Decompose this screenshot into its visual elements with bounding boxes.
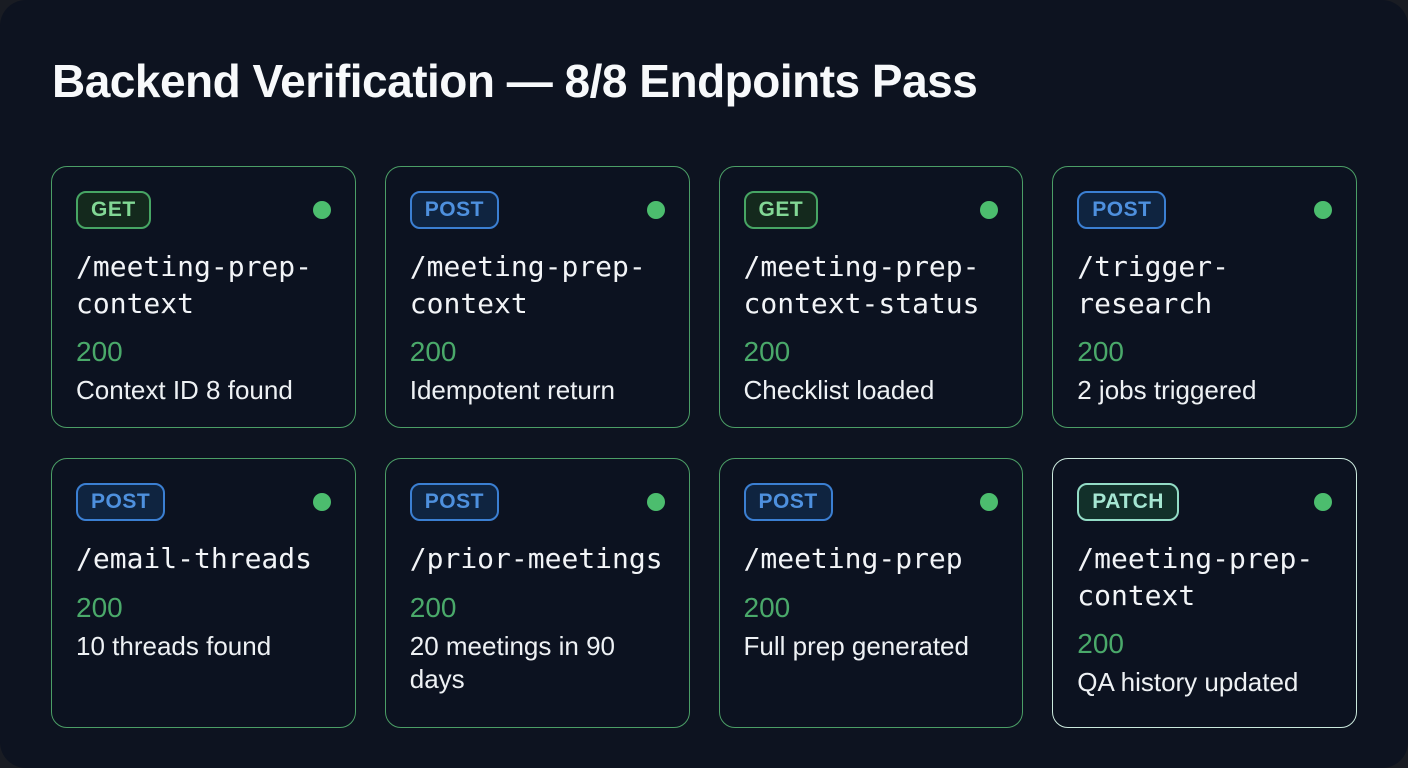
http-method-badge: POST bbox=[409, 483, 499, 522]
card-header: POST bbox=[743, 483, 999, 522]
status-code: 200 bbox=[409, 336, 457, 368]
pass-dot-icon bbox=[646, 493, 665, 512]
card-header: POST bbox=[409, 191, 665, 230]
http-method-badge: POST bbox=[1077, 191, 1167, 230]
http-method-badge: GET bbox=[743, 191, 819, 230]
status-code: 200 bbox=[743, 336, 791, 368]
endpoint-path: /prior-meetings bbox=[409, 542, 663, 576]
card-header: PATCH bbox=[1077, 483, 1332, 522]
pass-dot-icon bbox=[1314, 201, 1332, 220]
card-header: GET bbox=[76, 191, 331, 230]
card-header: POST bbox=[409, 483, 665, 522]
result-note: Checklist loaded bbox=[743, 375, 935, 406]
endpoint-card: GET /meeting-prep-context 200 Context ID… bbox=[51, 166, 356, 429]
http-method-badge: POST bbox=[76, 483, 166, 522]
card-header: GET bbox=[743, 191, 999, 230]
result-note: 2 jobs triggered bbox=[1077, 375, 1257, 406]
pass-dot-icon bbox=[1314, 493, 1332, 512]
endpoint-path: /trigger-research bbox=[1077, 250, 1229, 320]
status-code: 200 bbox=[409, 591, 457, 623]
endpoint-card: POST /email-threads 200 10 threads found bbox=[51, 458, 356, 729]
endpoint-card-grid: GET /meeting-prep-context 200 Context ID… bbox=[51, 166, 1357, 729]
endpoint-path: /meeting-prep-context bbox=[409, 250, 646, 320]
endpoint-path: /meeting-prep-context-status bbox=[743, 250, 980, 320]
status-code: 200 bbox=[743, 591, 791, 623]
result-note: QA history updated bbox=[1077, 667, 1299, 698]
http-method-badge: PATCH bbox=[1077, 483, 1179, 522]
status-code: 200 bbox=[76, 591, 123, 623]
endpoint-card: GET /meeting-prep-context-status 200 Che… bbox=[718, 166, 1024, 429]
page-title: Backend Verification — 8/8 Endpoints Pas… bbox=[52, 55, 978, 107]
result-note: 20 meetings in 90 days bbox=[409, 630, 615, 695]
result-note: Idempotent return bbox=[409, 375, 615, 406]
card-header: POST bbox=[1077, 191, 1332, 230]
status-code: 200 bbox=[1077, 628, 1124, 660]
pass-dot-icon bbox=[646, 201, 665, 220]
endpoint-path: /meeting-prep-context bbox=[76, 250, 313, 320]
pass-dot-icon bbox=[312, 493, 331, 512]
endpoint-card: PATCH /meeting-prep-context 200 QA histo… bbox=[1052, 458, 1357, 729]
endpoint-path: /meeting-prep-context bbox=[1077, 542, 1314, 612]
pass-dot-icon bbox=[312, 201, 331, 220]
result-note: Context ID 8 found bbox=[76, 375, 293, 406]
endpoint-card: POST /meeting-prep-context 200 Idempoten… bbox=[384, 166, 690, 429]
result-note: 10 threads found bbox=[76, 630, 272, 661]
http-method-badge: POST bbox=[743, 483, 833, 522]
endpoint-card: POST /trigger-research 200 2 jobs trigge… bbox=[1052, 166, 1357, 429]
pass-dot-icon bbox=[980, 201, 999, 220]
pass-dot-icon bbox=[980, 493, 999, 512]
endpoint-path: /meeting-prep bbox=[743, 542, 963, 576]
status-code: 200 bbox=[76, 336, 123, 368]
endpoint-card: POST /prior-meetings 200 20 meetings in … bbox=[384, 458, 690, 729]
status-code: 200 bbox=[1077, 336, 1124, 368]
endpoint-path: /email-threads bbox=[76, 542, 313, 576]
card-header: POST bbox=[76, 483, 331, 522]
endpoint-card: POST /meeting-prep 200 Full prep generat… bbox=[718, 458, 1024, 729]
http-method-badge: POST bbox=[409, 191, 499, 230]
result-note: Full prep generated bbox=[743, 630, 969, 661]
http-method-badge: GET bbox=[76, 191, 151, 230]
